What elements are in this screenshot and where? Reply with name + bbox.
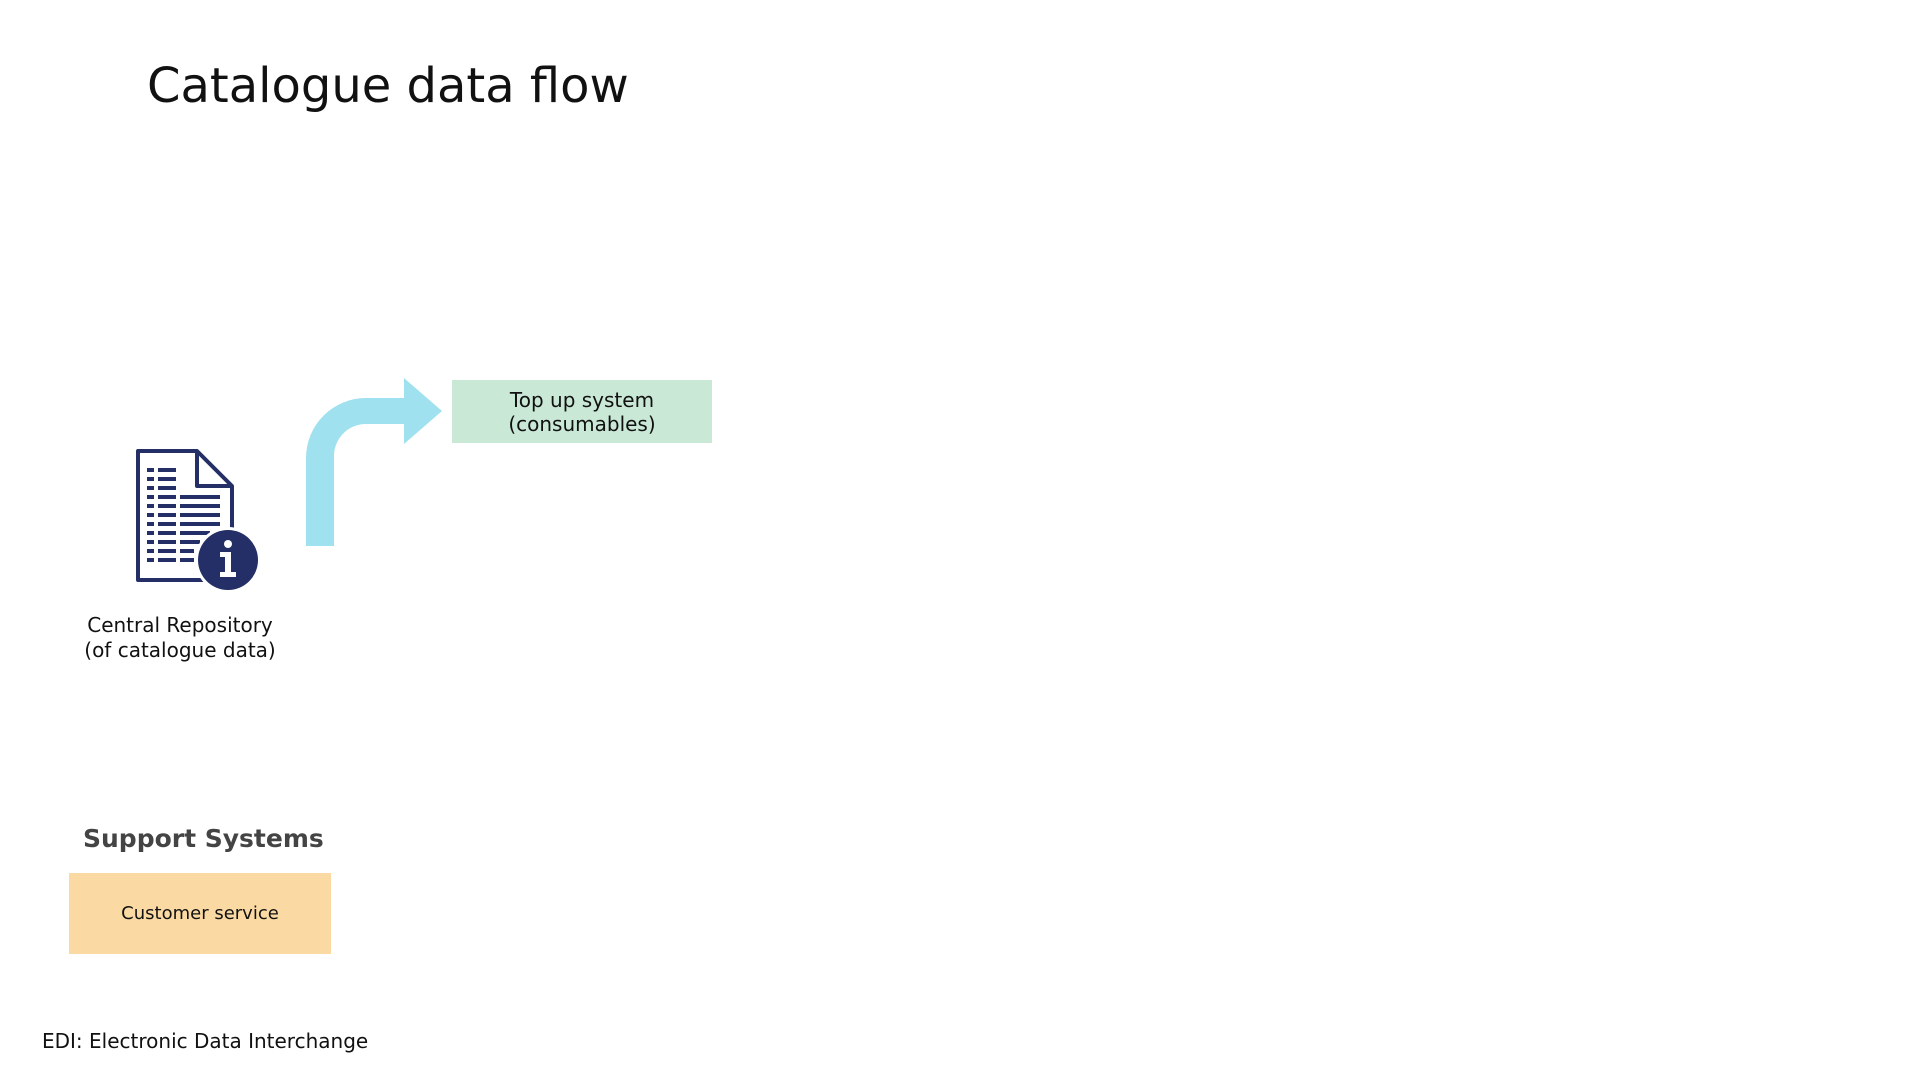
central-repository-title: Central Repository [87, 613, 273, 637]
topup-system-title: Top up system [509, 387, 655, 412]
curved-arrow-right-icon [306, 378, 442, 548]
central-repository-label: Central Repository (of catalogue data) [50, 613, 310, 663]
customer-service-label: Customer service [121, 903, 279, 924]
page-title: Catalogue data flow [147, 58, 629, 114]
topup-system-subtitle: (consumables) [508, 411, 656, 436]
footnote: EDI: Electronic Data Interchange [42, 1029, 369, 1053]
document-info-icon [134, 447, 264, 595]
central-repository-subtitle: (of catalogue data) [84, 638, 276, 662]
customer-service-box: Customer service [69, 873, 331, 954]
topup-system-box: Top up system (consumables) [452, 380, 712, 443]
support-systems-heading: Support Systems [83, 824, 324, 853]
